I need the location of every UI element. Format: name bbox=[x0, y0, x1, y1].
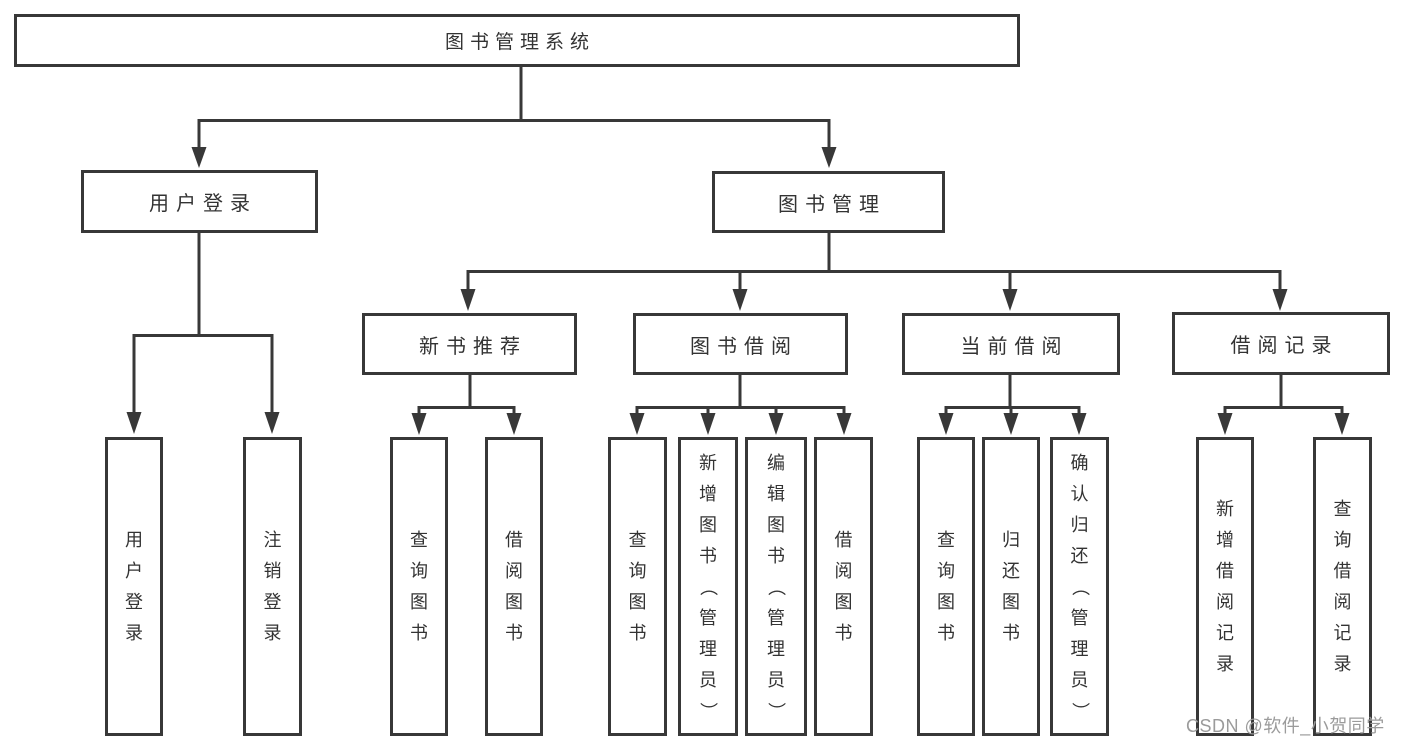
node-root-label: 图书管理系统 bbox=[444, 32, 595, 53]
leaf-user-login-label: 用户登录 bbox=[125, 530, 143, 643]
leaf-current-confirm-return-admin-label: 确认归还（管理员） bbox=[1069, 452, 1090, 720]
leaf-current-return-books-label: 归还图书 bbox=[1002, 530, 1020, 643]
leaf-current-query-books: 查询图书 bbox=[917, 437, 975, 736]
node-book-borrowing-label: 图书借阅 bbox=[690, 335, 798, 358]
node-user-login-label: 用户登录 bbox=[149, 193, 257, 215]
leaf-newbooks-borrow-books: 借阅图书 bbox=[485, 437, 543, 736]
leaf-records-add-record: 新增借阅记录 bbox=[1196, 437, 1254, 736]
leaf-borrowing-query-books: 查询图书 bbox=[608, 437, 667, 736]
node-current-borrowing: 当前借阅 bbox=[902, 313, 1120, 375]
leaf-borrowing-add-books-admin-label: 新增图书（管理员） bbox=[698, 452, 718, 720]
leaf-borrowing-edit-books-admin: 编辑图书（管理员） bbox=[745, 437, 807, 736]
leaf-logout-label: 注销登录 bbox=[263, 530, 282, 643]
node-user-login: 用户登录 bbox=[81, 170, 318, 233]
leaf-current-confirm-return-admin: 确认归还（管理员） bbox=[1050, 437, 1109, 736]
node-book-borrowing: 图书借阅 bbox=[633, 313, 848, 375]
leaf-records-query-record-label: 查询借阅记录 bbox=[1333, 499, 1352, 674]
node-borrow-records-label: 借阅记录 bbox=[1230, 335, 1339, 357]
leaf-newbooks-query-books-label: 查询图书 bbox=[410, 530, 428, 643]
leaf-borrowing-borrow-books-label: 借阅图书 bbox=[834, 530, 853, 643]
node-new-book-recommend-label: 新书推荐 bbox=[419, 335, 527, 358]
leaf-borrowing-borrow-books: 借阅图书 bbox=[814, 437, 873, 736]
leaf-records-query-record: 查询借阅记录 bbox=[1313, 437, 1372, 736]
leaf-borrowing-query-books-label: 查询图书 bbox=[628, 530, 647, 643]
leaf-current-return-books: 归还图书 bbox=[982, 437, 1040, 736]
leaf-logout: 注销登录 bbox=[243, 437, 302, 736]
leaf-borrowing-edit-books-admin-label: 编辑图书（管理员） bbox=[766, 452, 786, 720]
leaf-records-add-record-label: 新增借阅记录 bbox=[1216, 499, 1234, 674]
leaf-current-query-books-label: 查询图书 bbox=[937, 530, 955, 643]
leaf-user-login: 用户登录 bbox=[105, 437, 163, 736]
node-root: 图书管理系统 bbox=[14, 14, 1020, 67]
node-current-borrowing-label: 当前借阅 bbox=[960, 335, 1069, 358]
node-borrow-records: 借阅记录 bbox=[1172, 312, 1390, 375]
watermark: CSDN @软件_小贺同学 bbox=[1186, 716, 1385, 736]
leaf-newbooks-borrow-books-label: 借阅图书 bbox=[505, 530, 523, 643]
leaf-newbooks-query-books: 查询图书 bbox=[390, 437, 448, 736]
node-book-management: 图书管理 bbox=[712, 171, 945, 233]
node-book-management-label: 图书管理 bbox=[778, 193, 886, 216]
node-new-book-recommend: 新书推荐 bbox=[362, 313, 577, 375]
leaf-borrowing-add-books-admin: 新增图书（管理员） bbox=[678, 437, 738, 736]
